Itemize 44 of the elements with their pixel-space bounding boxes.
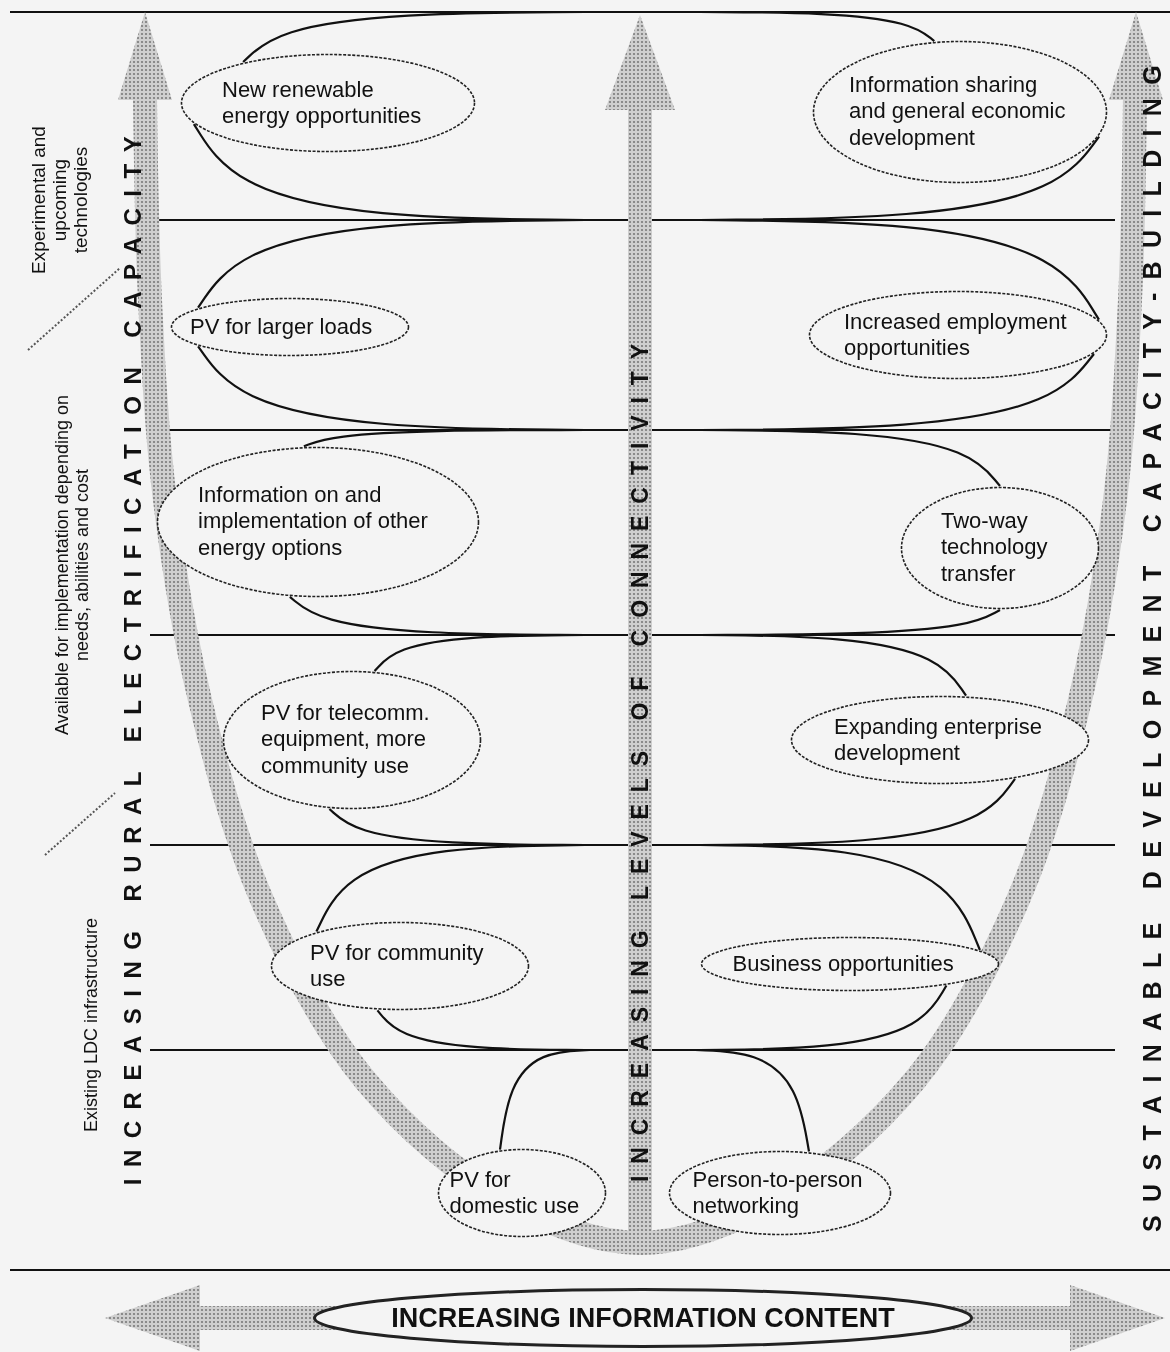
ellipse-node	[808, 290, 1108, 380]
node-text: INCREASING INFORMATION CONTENT	[390, 1301, 896, 1335]
node-text: Two-way technology transfer	[941, 508, 1049, 588]
axis-title: INCREASING RURAL ELECTRIFICATION CAPACITY	[119, 124, 147, 1186]
ellipse-node	[900, 486, 1100, 610]
branch-curve	[700, 10, 935, 42]
branch-curve	[694, 1048, 811, 1152]
branch-curve	[700, 843, 981, 951]
branch-curve	[315, 843, 585, 932]
tier-label: Available for implementation depending on needs, abilities and cost	[53, 394, 93, 737]
branch-curve	[373, 633, 585, 672]
node-text: Business opportunities	[732, 950, 955, 978]
node-text: PV for domestic use	[449, 1166, 581, 1220]
node-text: Information on and implementation of other energy options	[198, 482, 429, 562]
node-text: Increased employment opportunities	[844, 308, 1068, 362]
ellipse-node	[668, 1150, 892, 1236]
branch-curve	[700, 633, 967, 697]
axis-title: INCREASING LEVELS OF CONNECTIVITY	[626, 331, 654, 1183]
tier-label: Experimental and upcoming technologies	[28, 125, 92, 275]
ellipse-node	[222, 670, 482, 810]
ellipse-node	[790, 695, 1090, 785]
branch-curve	[197, 218, 585, 309]
node-text: PV for community use	[310, 939, 485, 993]
branch-curve	[498, 1048, 591, 1150]
branch-curve	[303, 428, 585, 448]
node-text: Person-to-person networking	[692, 1166, 864, 1220]
node-text: PV for larger loads	[190, 313, 374, 341]
ellipse-node	[437, 1148, 607, 1238]
tier-label: Existing LDC infrastructure	[82, 916, 102, 1135]
node-text: Information sharing and general economic development	[849, 72, 1067, 152]
ellipse-node	[812, 40, 1108, 184]
node-text: New renewable energy opportunities	[222, 76, 423, 130]
ellipse-node	[180, 53, 476, 153]
branch-curve	[242, 10, 585, 63]
axis-title: SUSTAINABLE DEVELOPMENT CAPACITY-BUILDING	[1137, 52, 1167, 1232]
branch-curve	[700, 428, 1001, 487]
branch-curve	[700, 218, 1100, 321]
ellipse-node	[156, 446, 480, 598]
ellipse-node	[313, 1288, 973, 1348]
ellipse-node	[170, 297, 410, 357]
node-text: Expanding enterprise development	[834, 713, 1043, 767]
ellipse-node	[270, 921, 530, 1011]
ellipse-node	[700, 936, 1000, 992]
node-text: PV for telecomm. equipment, more community use	[261, 700, 431, 780]
